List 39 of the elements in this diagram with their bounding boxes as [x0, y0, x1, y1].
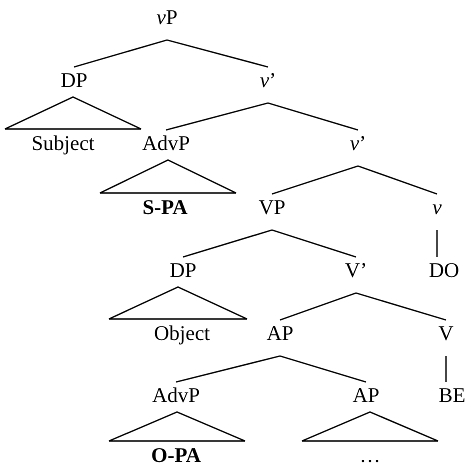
tree-node-label: DO: [428, 259, 460, 281]
triangle-branch: [301, 411, 439, 442]
tree-node-label: …: [360, 444, 380, 466]
tree-node-label: Subject: [32, 132, 94, 154]
tree-node-label: DP: [170, 259, 196, 281]
tree-node-label: v: [432, 196, 442, 218]
triangle-branch: [108, 411, 246, 442]
triangle-branch: [108, 286, 248, 320]
branch-line: [268, 102, 358, 131]
tree-node-label: v’: [260, 69, 276, 91]
tree-node-label: Object: [154, 322, 210, 344]
tree-node-label: VP: [258, 196, 286, 218]
tree-node-label: V: [438, 322, 454, 344]
branch-line: [445, 356, 447, 382]
branch-line: [166, 102, 268, 131]
tree-node-label: AP: [266, 322, 294, 344]
tree-node-label: vP: [156, 6, 178, 28]
branch-line: [356, 292, 446, 321]
tree-node-label: AdvP: [152, 384, 200, 406]
tree-node-label: V’: [344, 259, 368, 281]
tree-node-label: S-PA: [142, 196, 188, 218]
branch-line: [182, 229, 272, 258]
triangle-branch: [4, 96, 142, 130]
tree-node-label: O-PA: [151, 444, 201, 466]
tree-node-label: AdvP: [142, 132, 190, 154]
branch-line: [74, 39, 168, 68]
branch-line: [280, 292, 356, 321]
branch-line: [176, 355, 280, 383]
branch-line: [166, 39, 268, 68]
branch-line: [272, 229, 356, 258]
tree-node-label: DP: [60, 69, 88, 91]
branch-line: [272, 165, 358, 195]
tree-node-label: BE: [438, 384, 466, 406]
branch-line: [280, 355, 366, 383]
tree-node-label: AP: [352, 384, 380, 406]
triangle-branch: [99, 159, 237, 194]
tree-node-label: v’: [350, 132, 366, 154]
branch-line: [358, 165, 438, 195]
branch-line: [436, 230, 438, 257]
